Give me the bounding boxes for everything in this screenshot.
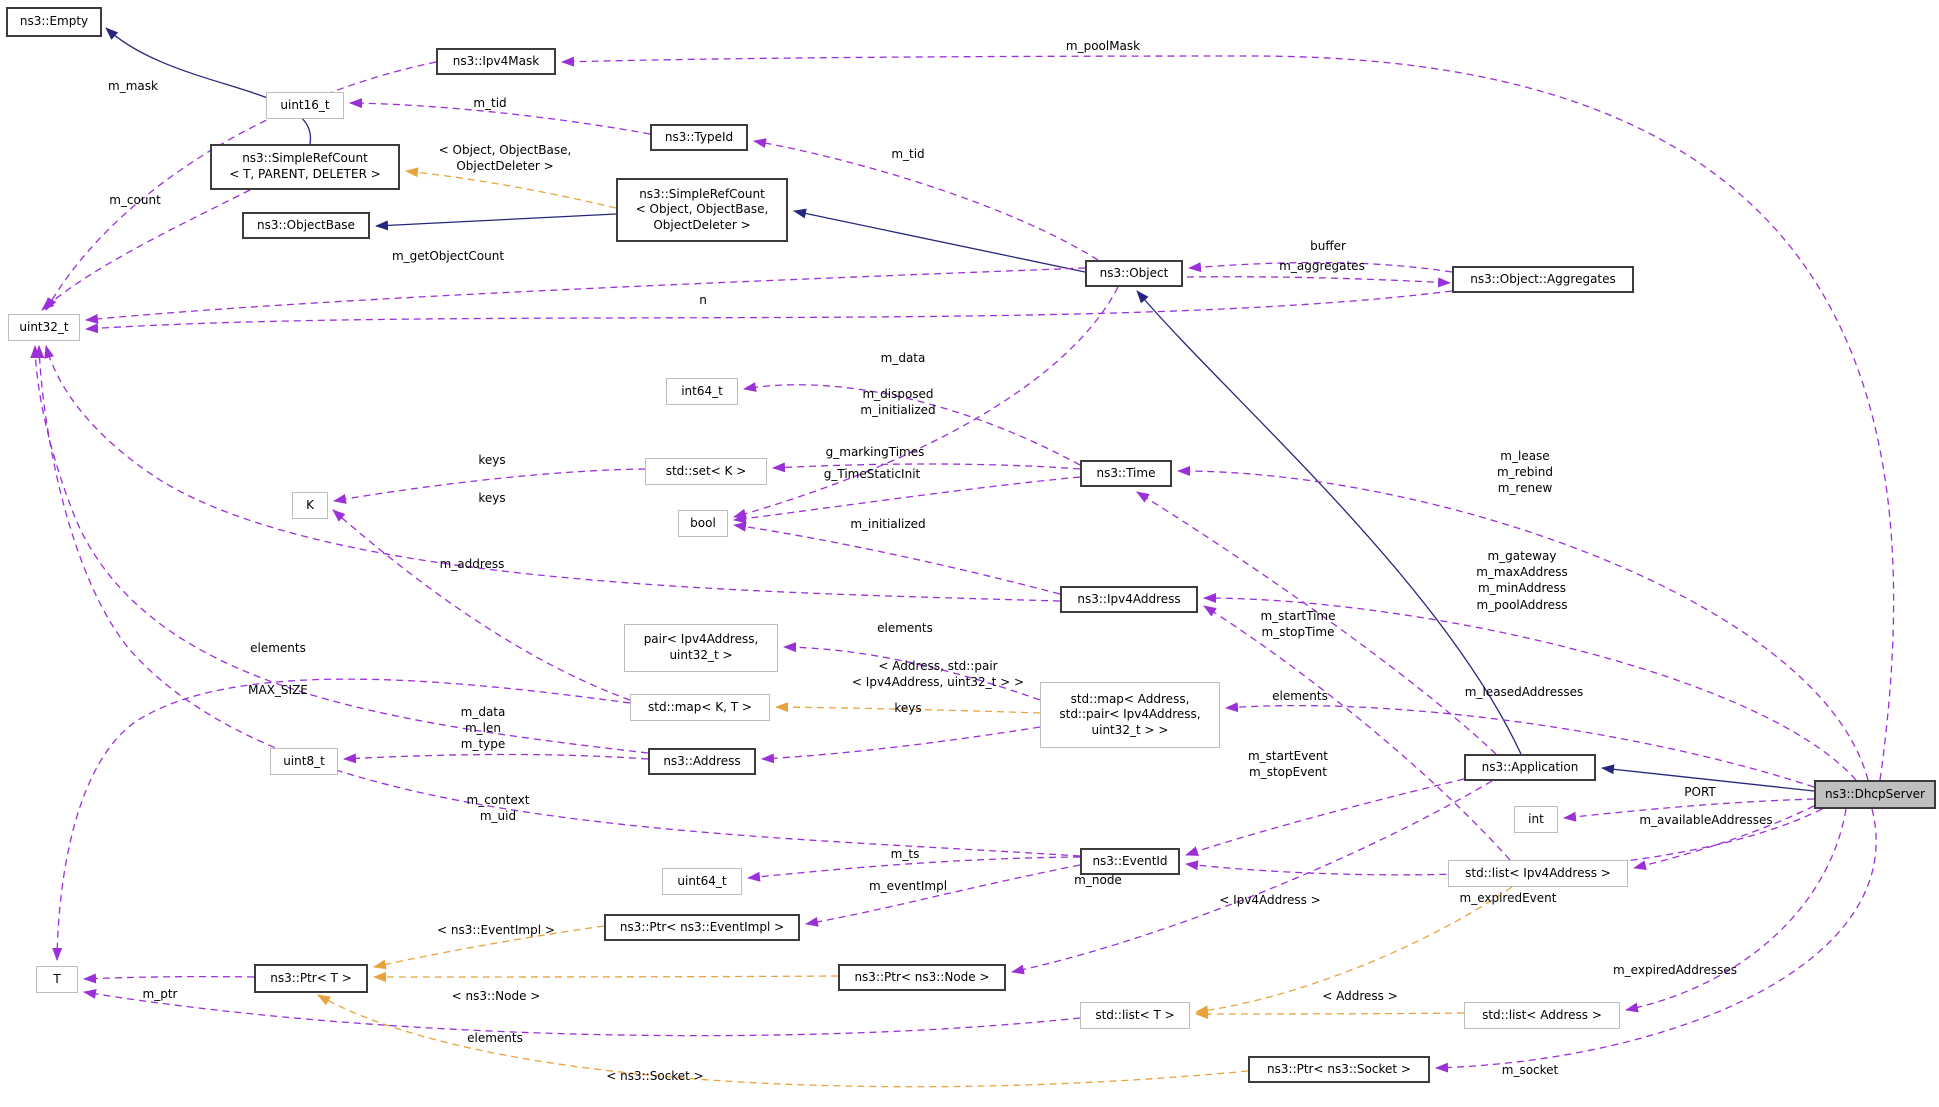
node-int: int <box>1514 806 1558 833</box>
node-ns3-dhcpserver[interactable]: ns3::DhcpServer <box>1814 780 1936 809</box>
node-std-list-ipv4address: std::list< Ipv4Address > <box>1448 860 1628 887</box>
node-ns3-objectbase[interactable]: ns3::ObjectBase <box>242 212 370 239</box>
node-ns3-ptr-eventimpl[interactable]: ns3::Ptr< ns3::EventImpl > <box>604 914 800 941</box>
node-uint64-t: uint64_t <box>662 868 742 895</box>
node-ns3-ptr-socket[interactable]: ns3::Ptr< ns3::Socket > <box>1248 1056 1430 1083</box>
node-ns3-time[interactable]: ns3::Time <box>1080 460 1172 487</box>
node-std-map-address-pair: std::map< Address, std::pair< Ipv4Addres… <box>1040 682 1220 748</box>
node-ns3-object-aggregates[interactable]: ns3::Object::Aggregates <box>1452 266 1634 293</box>
node-simplerefcount-t[interactable]: ns3::SimpleRefCount < T, PARENT, DELETER… <box>210 144 400 190</box>
node-t: T <box>36 966 78 993</box>
node-ns3-ptr-t[interactable]: ns3::Ptr< T > <box>254 964 368 993</box>
node-ns3-ipv4address[interactable]: ns3::Ipv4Address <box>1060 586 1198 613</box>
node-ns3-typeid[interactable]: ns3::TypeId <box>650 124 748 151</box>
node-std-list-address: std::list< Address > <box>1464 1002 1620 1029</box>
node-ns3-empty[interactable]: ns3::Empty <box>6 7 102 37</box>
node-ns3-application[interactable]: ns3::Application <box>1464 754 1596 781</box>
node-ns3-object[interactable]: ns3::Object <box>1085 260 1183 287</box>
node-uint32-t: uint32_t <box>8 314 80 341</box>
node-uint16-t: uint16_t <box>266 92 344 119</box>
node-int64-t: int64_t <box>666 378 738 405</box>
node-std-set-k: std::set< K > <box>645 458 767 485</box>
node-std-map-k-t: std::map< K, T > <box>630 694 770 721</box>
node-k: K <box>292 492 328 519</box>
node-ns3-address[interactable]: ns3::Address <box>648 748 756 775</box>
node-std-list-t: std::list< T > <box>1080 1002 1190 1029</box>
node-simplerefcount-object[interactable]: ns3::SimpleRefCount < Object, ObjectBase… <box>616 178 788 242</box>
node-ns3-ipv4mask[interactable]: ns3::Ipv4Mask <box>436 48 556 75</box>
node-pair-ipv4address-uint32: pair< Ipv4Address, uint32_t > <box>624 624 778 672</box>
node-ns3-ptr-node[interactable]: ns3::Ptr< ns3::Node > <box>838 964 1006 991</box>
node-ns3-eventid[interactable]: ns3::EventId <box>1080 848 1180 875</box>
node-bool: bool <box>678 510 728 537</box>
node-uint8-t: uint8_t <box>270 748 338 775</box>
